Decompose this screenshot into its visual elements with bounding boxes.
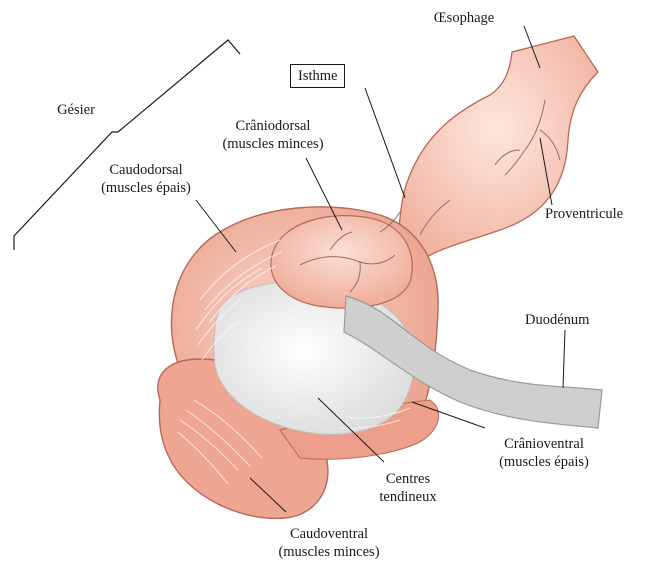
cranioventral-label-line1: Crânioventral: [478, 435, 610, 453]
duodenum-label: Duodénum: [525, 311, 589, 329]
craniodorsal-label-line1: Crâniodorsal: [198, 117, 348, 135]
caudodorsal-label: Caudodorsal (muscles épais): [81, 161, 211, 197]
isthme-label: Isthme: [290, 64, 345, 88]
proventricule-label: Proventricule: [545, 205, 623, 223]
caudoventral-label: Caudoventral (muscles minces): [254, 525, 404, 561]
cranioventral-label: Crânioventral (muscles épais): [478, 435, 610, 471]
caudodorsal-label-line1: Caudodorsal: [81, 161, 211, 179]
oesophagus-proventriculus: [395, 36, 598, 268]
gesier-label: Gésier: [36, 101, 116, 119]
caudoventral-label-line2: (muscles minces): [254, 543, 404, 561]
centres-tendineux-label: Centres tendineux: [366, 470, 450, 506]
craniodorsal-label-line2: (muscles minces): [198, 135, 348, 153]
centres-tendineux-line1: Centres: [366, 470, 450, 488]
craniodorsal-label: Crâniodorsal (muscles minces): [198, 117, 348, 153]
centres-tendineux-line2: tendineux: [366, 488, 450, 506]
oesophage-label: Œsophage: [404, 9, 524, 27]
caudoventral-label-line1: Caudoventral: [254, 525, 404, 543]
cranioventral-label-line2: (muscles épais): [478, 453, 610, 471]
caudodorsal-label-line2: (muscles épais): [81, 179, 211, 197]
